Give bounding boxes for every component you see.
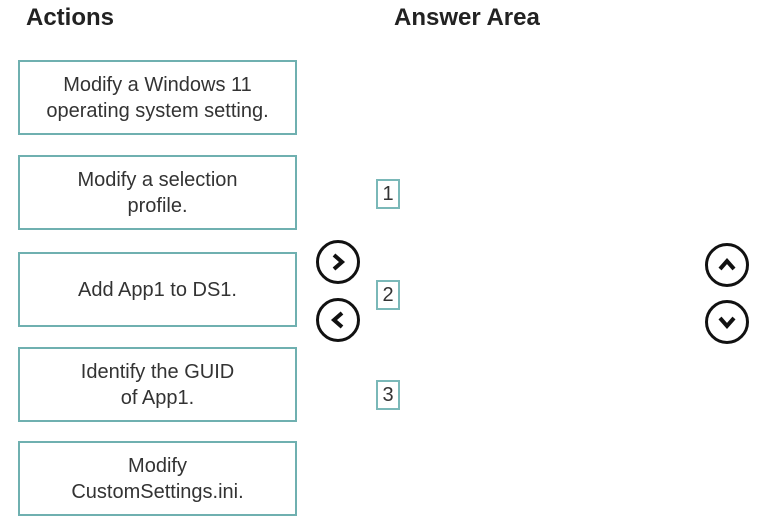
action-item[interactable]: Modify a Windows 11 operating system set… [18, 60, 297, 135]
move-down-button[interactable] [705, 300, 749, 344]
action-item[interactable]: Identify the GUID of App1. [18, 347, 297, 422]
chevron-left-icon [330, 311, 344, 329]
move-up-button[interactable] [705, 243, 749, 287]
move-left-button[interactable] [316, 298, 360, 342]
action-item[interactable]: Modify a selection profile. [18, 155, 297, 230]
action-item[interactable]: Modify CustomSettings.ini. [18, 441, 297, 516]
action-item[interactable]: Add App1 to DS1. [18, 252, 297, 327]
chevron-up-icon [718, 257, 736, 271]
chevron-right-icon [332, 253, 346, 271]
answer-slot-3[interactable]: 3 [376, 380, 400, 410]
answer-slot-2[interactable]: 2 [376, 280, 400, 310]
chevron-down-icon [718, 316, 736, 330]
move-right-button[interactable] [316, 240, 360, 284]
answer-slot-1[interactable]: 1 [376, 179, 400, 209]
answer-area-heading: Answer Area [394, 4, 540, 31]
actions-heading: Actions [26, 4, 115, 31]
